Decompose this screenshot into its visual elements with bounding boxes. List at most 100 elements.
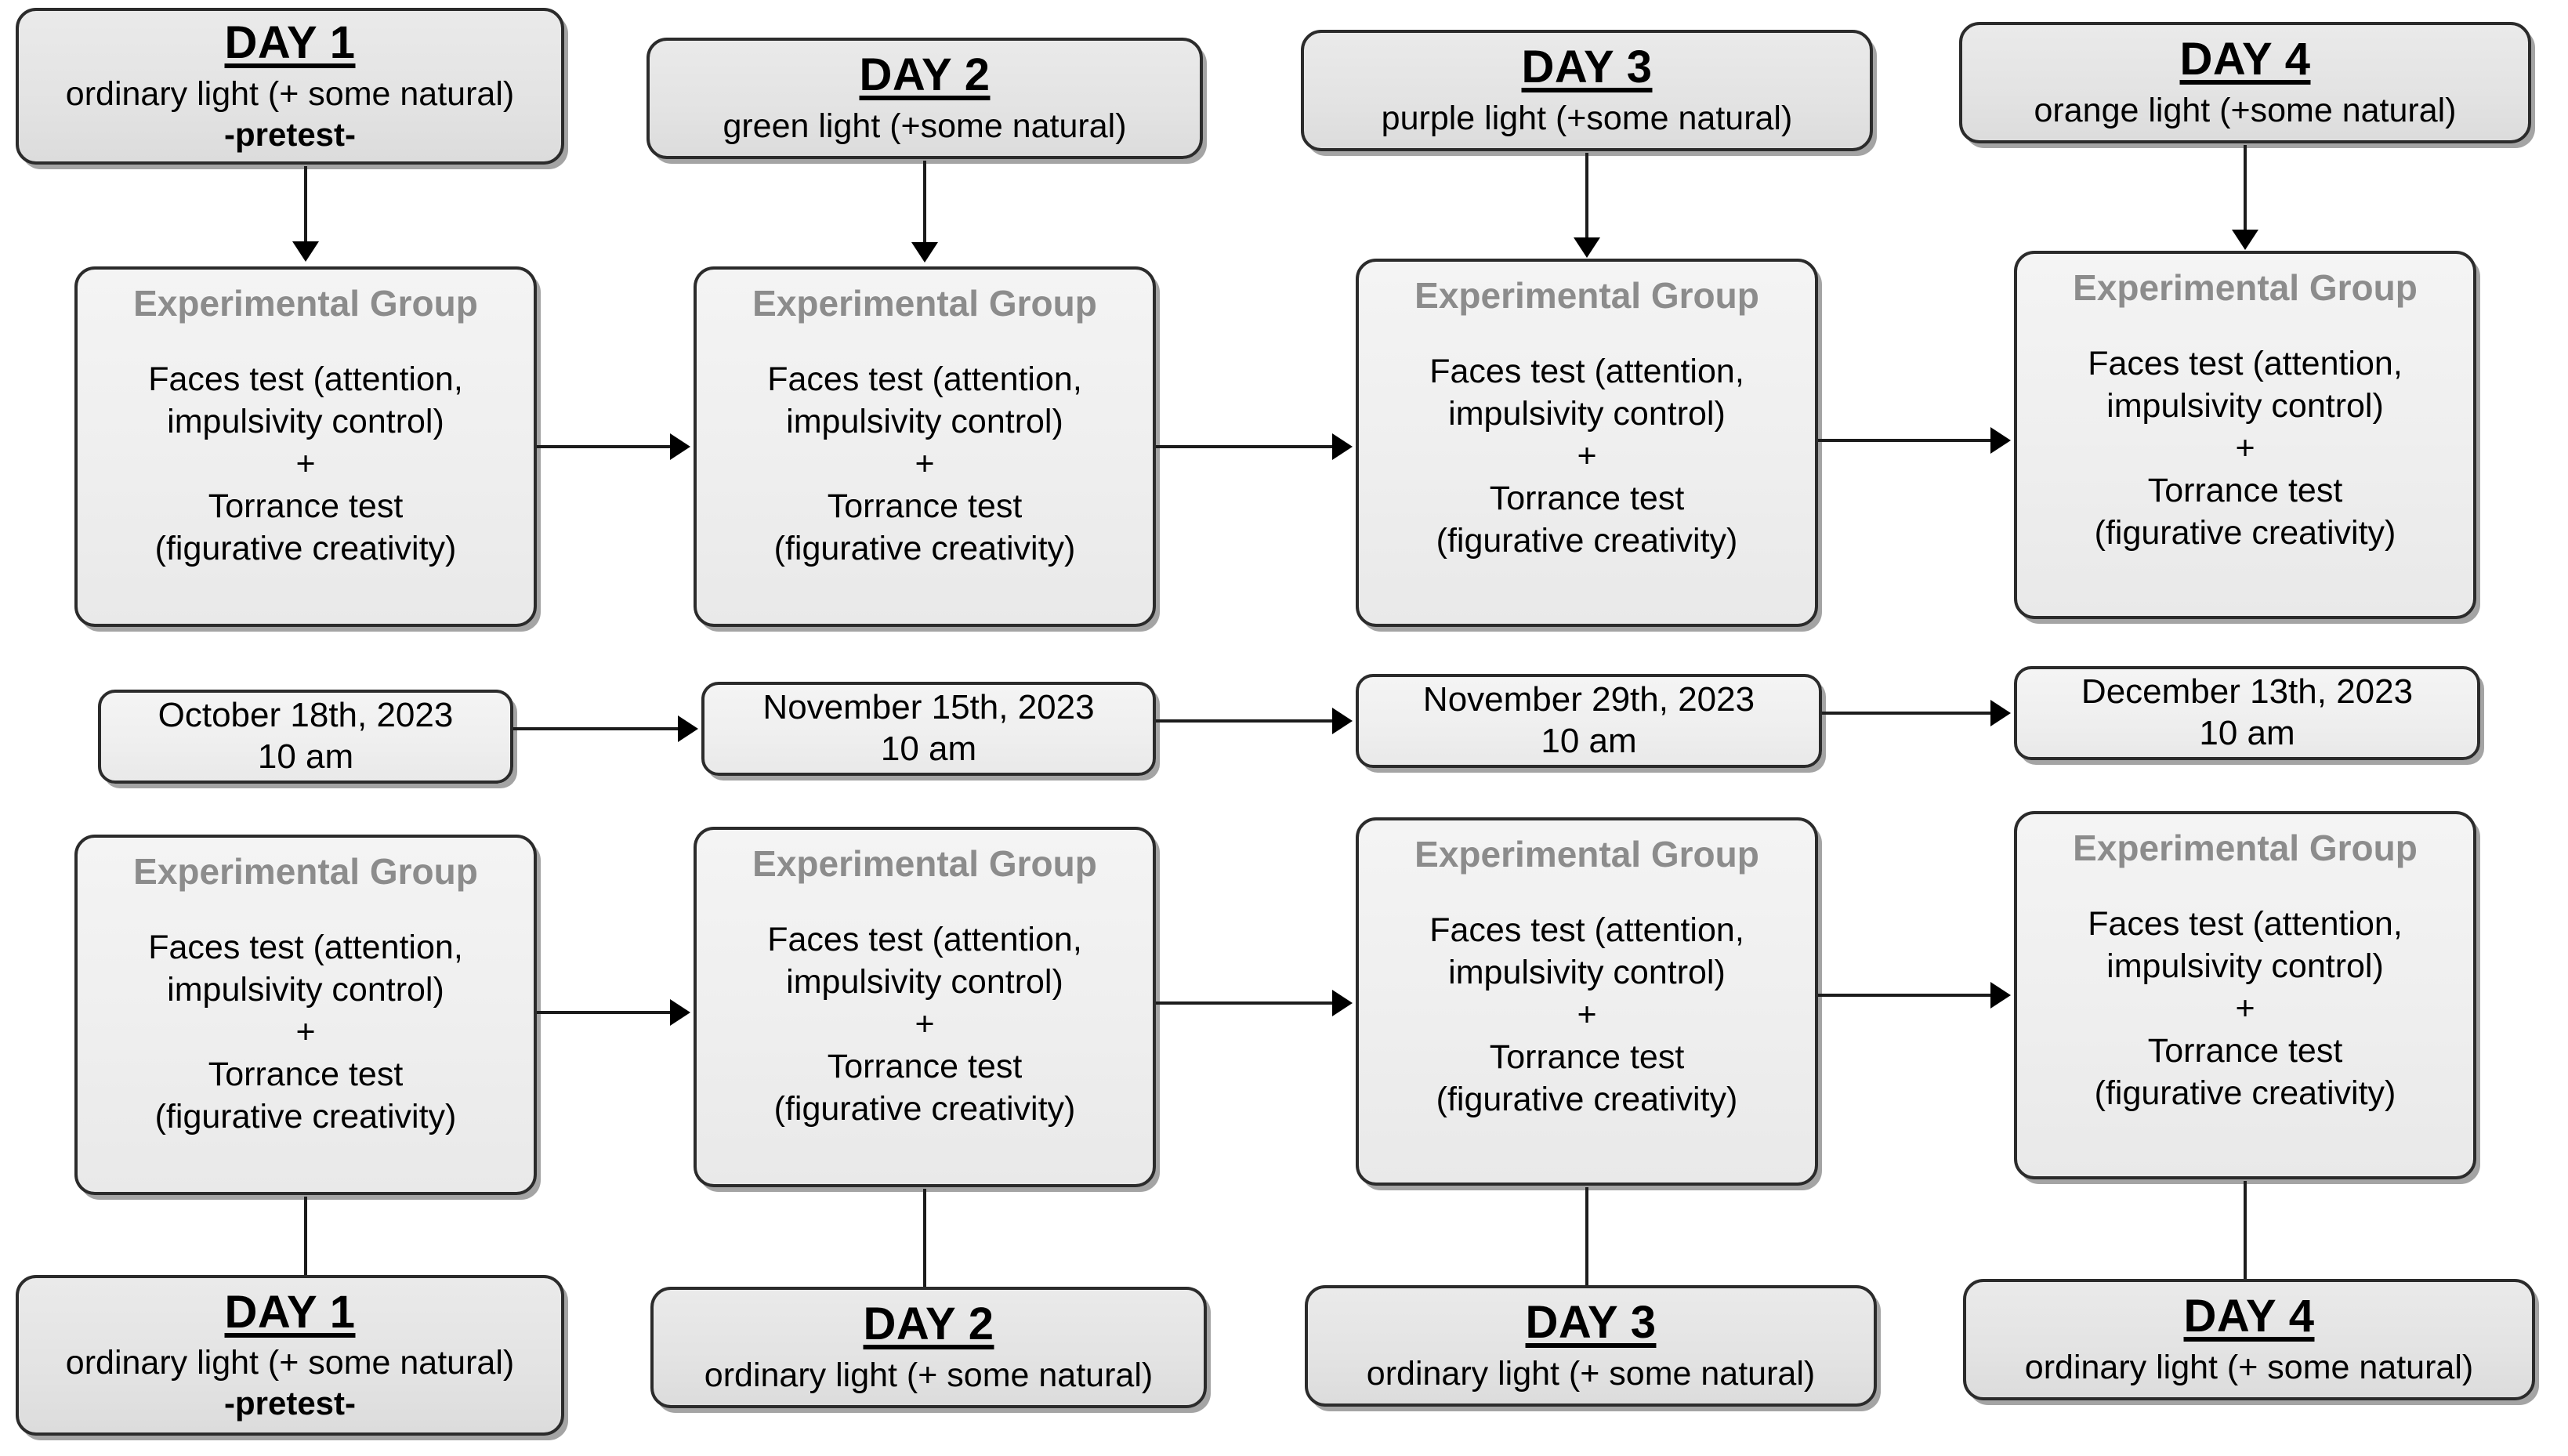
group-heading: Experimental Group	[133, 851, 478, 892]
group-line-3: Torrance test	[1489, 480, 1685, 518]
group-line-3: Torrance test	[2147, 472, 2343, 510]
day-light-condition: ordinary light (+ some natural)	[1366, 1354, 1816, 1393]
day-title: DAY 4	[2183, 1291, 2315, 1342]
group-line-1: Faces test (attention,	[767, 360, 1082, 398]
experimental-group-box-top-3: Experimental Group Faces test (attention…	[1356, 259, 1818, 627]
arrowhead-right-bottom-1-2	[670, 999, 690, 1026]
group-line-1: Faces test (attention,	[2088, 904, 2403, 943]
date-text: November 29th, 2023	[1422, 680, 1755, 719]
arrowhead-right-top-3-4	[1990, 427, 2011, 454]
group-line-3: Torrance test	[827, 1048, 1023, 1086]
day-footer-box-4: DAY 4 ordinary light (+ some natural)	[1963, 1279, 2535, 1400]
group-heading: Experimental Group	[133, 283, 478, 324]
group-plus-sign: +	[1577, 436, 1597, 475]
arrowhead-right-date-1-2	[678, 715, 698, 742]
flow-line-date-3-4	[1822, 712, 1992, 715]
group-line-4: (figurative creativity)	[154, 1098, 457, 1136]
flow-line-top-3-4	[1818, 439, 1992, 442]
day-footer-box-1: DAY 1 ordinary light (+ some natural) -p…	[16, 1275, 564, 1436]
group-line-2: impulsivity control)	[167, 402, 444, 440]
day-title: DAY 2	[859, 49, 991, 101]
arrowhead-right-date-2-3	[1332, 708, 1353, 734]
group-line-1: Faces test (attention,	[148, 360, 463, 398]
group-plus-sign: +	[295, 1012, 316, 1051]
arrowhead-right-bottom-3-4	[1990, 982, 2011, 1009]
day-title: DAY 3	[1525, 1297, 1657, 1349]
connector-group2-to-day2-bottom	[923, 1189, 926, 1287]
date-box-4: December 13th, 2023 10 am	[2014, 666, 2480, 760]
group-line-2: impulsivity control)	[1448, 394, 1726, 433]
group-line-4: (figurative creativity)	[1436, 1081, 1738, 1119]
day-light-condition: ordinary light (+ some natural)	[2024, 1348, 2474, 1386]
day-light-condition: orange light (+some natural)	[2034, 91, 2457, 129]
group-line-2: impulsivity control)	[167, 970, 444, 1009]
group-heading: Experimental Group	[752, 283, 1097, 324]
date-box-1: October 18th, 2023 10 am	[98, 690, 513, 784]
connector-day3-to-group3	[1585, 153, 1588, 241]
group-line-2: impulsivity control)	[2106, 386, 2384, 425]
flow-line-date-2-3	[1156, 719, 1334, 723]
date-box-3: November 29th, 2023 10 am	[1356, 674, 1822, 768]
day-title: DAY 4	[2179, 34, 2311, 85]
flow-line-top-2-3	[1156, 445, 1334, 448]
arrowhead-down-4	[2232, 230, 2258, 250]
date-time: 10 am	[2199, 714, 2295, 752]
date-time: 10 am	[257, 737, 354, 776]
group-plus-sign: +	[2235, 429, 2255, 467]
group-line-3: Torrance test	[208, 487, 404, 526]
day-title: DAY 2	[863, 1298, 994, 1350]
arrowhead-right-top-2-3	[1332, 433, 1353, 460]
date-text: November 15th, 2023	[762, 688, 1095, 727]
day-light-condition: ordinary light (+ some natural)	[704, 1356, 1154, 1394]
date-text: December 13th, 2023	[2081, 672, 2414, 712]
day-header-box-3: DAY 3 purple light (+some natural)	[1301, 30, 1873, 151]
day-light-condition: green light (+some natural)	[723, 107, 1127, 145]
flow-line-bottom-2-3	[1156, 1001, 1334, 1005]
date-box-2: November 15th, 2023 10 am	[701, 682, 1156, 776]
group-line-2: impulsivity control)	[1448, 953, 1726, 991]
arrowhead-down-3	[1574, 237, 1600, 258]
arrowhead-down-2	[911, 242, 938, 263]
connector-group3-to-day3-bottom	[1585, 1187, 1588, 1285]
day-title: DAY 1	[224, 1286, 356, 1338]
group-heading: Experimental Group	[1414, 275, 1759, 316]
group-line-3: Torrance test	[1489, 1038, 1685, 1077]
group-line-4: (figurative creativity)	[773, 1090, 1076, 1128]
day-footer-box-3: DAY 3 ordinary light (+ some natural)	[1305, 1285, 1877, 1407]
group-line-1: Faces test (attention,	[1429, 911, 1744, 949]
day-pretest-note: -pretest-	[223, 115, 357, 153]
experimental-group-box-bottom-4: Experimental Group Faces test (attention…	[2014, 811, 2476, 1179]
date-text: October 18th, 2023	[158, 696, 454, 735]
group-line-2: impulsivity control)	[2106, 947, 2384, 985]
group-plus-sign: +	[2235, 989, 2255, 1027]
day-light-condition: ordinary light (+ some natural)	[65, 74, 515, 113]
day-light-condition: purple light (+some natural)	[1381, 99, 1793, 137]
experimental-group-box-top-2: Experimental Group Faces test (attention…	[694, 266, 1156, 627]
group-line-2: impulsivity control)	[786, 402, 1063, 440]
group-line-1: Faces test (attention,	[2088, 344, 2403, 382]
group-heading: Experimental Group	[752, 843, 1097, 884]
group-heading: Experimental Group	[1414, 834, 1759, 875]
flow-line-bottom-3-4	[1818, 994, 1992, 997]
day-header-box-1: DAY 1 ordinary light (+ some natural) -p…	[16, 8, 564, 165]
day-footer-box-2: DAY 2 ordinary light (+ some natural)	[650, 1287, 1207, 1408]
day-pretest-note: -pretest-	[223, 1385, 357, 1422]
experimental-group-box-top-1: Experimental Group Faces test (attention…	[74, 266, 537, 627]
day-title: DAY 3	[1521, 42, 1653, 93]
connector-group4-to-day4-bottom	[2244, 1181, 2247, 1279]
connector-day4-to-group4	[2244, 145, 2247, 233]
experimental-group-box-bottom-1: Experimental Group Faces test (attention…	[74, 835, 537, 1195]
group-line-4: (figurative creativity)	[1436, 522, 1738, 560]
experimental-group-box-top-4: Experimental Group Faces test (attention…	[2014, 251, 2476, 619]
group-line-1: Faces test (attention,	[1429, 352, 1744, 390]
flow-line-bottom-1-2	[537, 1011, 672, 1014]
group-line-1: Faces test (attention,	[767, 920, 1082, 958]
group-line-1: Faces test (attention,	[148, 928, 463, 966]
arrowhead-down-1	[292, 241, 319, 262]
group-line-2: impulsivity control)	[786, 962, 1063, 1001]
group-line-4: (figurative creativity)	[773, 530, 1076, 568]
day-light-condition: ordinary light (+ some natural)	[65, 1344, 515, 1382]
group-plus-sign: +	[915, 444, 935, 483]
group-line-3: Torrance test	[827, 487, 1023, 526]
